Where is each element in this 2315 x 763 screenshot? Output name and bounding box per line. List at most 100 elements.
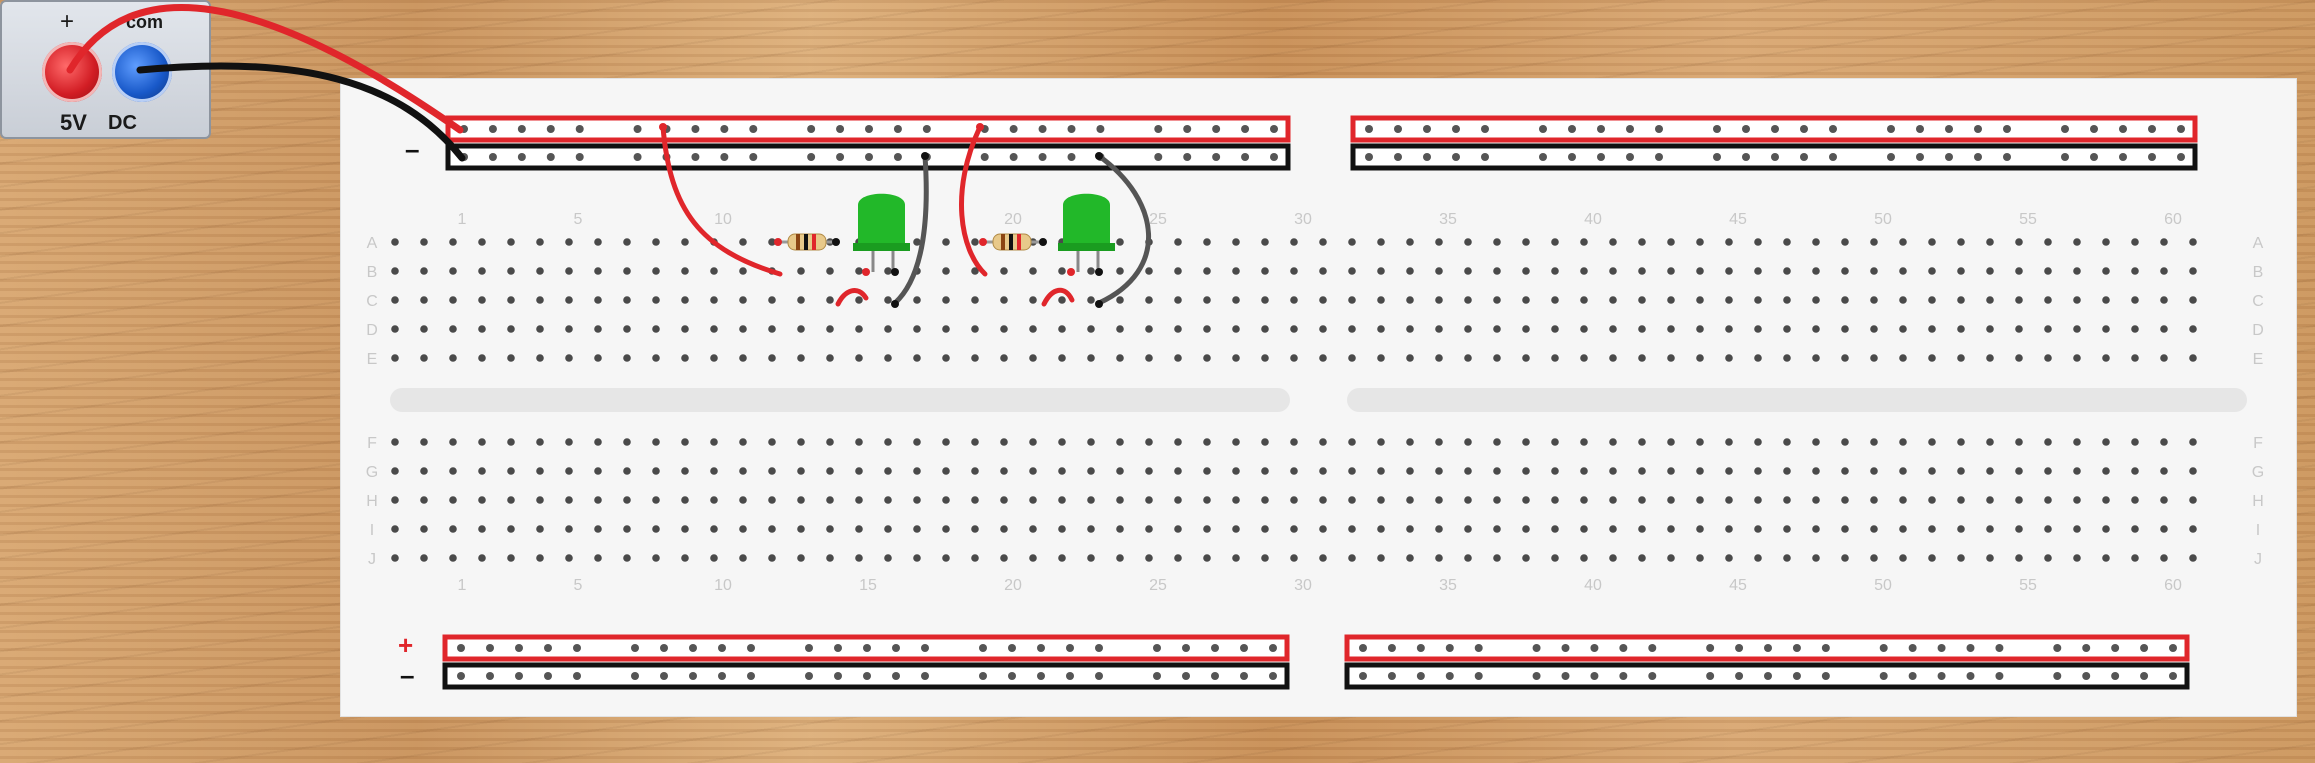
- terminal-hole[interactable]: [420, 496, 428, 504]
- terminal-hole[interactable]: [1058, 496, 1066, 504]
- terminal-hole[interactable]: [536, 325, 544, 333]
- terminal-hole[interactable]: [1899, 296, 1907, 304]
- terminal-hole[interactable]: [478, 267, 486, 275]
- terminal-hole[interactable]: [1841, 296, 1849, 304]
- terminal-hole[interactable]: [2015, 296, 2023, 304]
- terminal-hole[interactable]: [1754, 354, 1762, 362]
- terminal-hole[interactable]: [1406, 325, 1414, 333]
- rail-hole[interactable]: [1183, 153, 1192, 161]
- terminal-hole[interactable]: [1261, 238, 1269, 246]
- terminal-hole[interactable]: [826, 354, 834, 362]
- terminal-hole[interactable]: [1464, 267, 1472, 275]
- terminal-hole[interactable]: [1870, 554, 1878, 562]
- rail-hole[interactable]: [1655, 125, 1663, 133]
- terminal-hole[interactable]: [1145, 354, 1153, 362]
- rail-hole[interactable]: [1648, 672, 1657, 680]
- terminal-hole[interactable]: [2073, 467, 2081, 475]
- terminal-hole[interactable]: [1174, 554, 1182, 562]
- terminal-hole[interactable]: [1058, 467, 1066, 475]
- terminal-hole[interactable]: [1464, 238, 1472, 246]
- terminal-hole[interactable]: [565, 354, 573, 362]
- terminal-hole[interactable]: [1580, 238, 1588, 246]
- rail-hole[interactable]: [2119, 153, 2127, 161]
- rail-hole[interactable]: [747, 672, 755, 680]
- terminal-hole[interactable]: [1986, 354, 1994, 362]
- terminal-hole[interactable]: [1580, 467, 1588, 475]
- terminal-hole[interactable]: [2131, 525, 2139, 533]
- terminal-hole[interactable]: [2044, 325, 2052, 333]
- terminal-hole[interactable]: [1580, 325, 1588, 333]
- terminal-hole[interactable]: [2015, 438, 2023, 446]
- terminal-hole[interactable]: [1725, 354, 1733, 362]
- terminal-hole[interactable]: [536, 238, 544, 246]
- terminal-hole[interactable]: [2073, 238, 2081, 246]
- terminal-hole[interactable]: [2131, 438, 2139, 446]
- terminal-hole[interactable]: [942, 238, 950, 246]
- rail-hole[interactable]: [2003, 125, 2011, 133]
- terminal-hole[interactable]: [1319, 267, 1327, 275]
- terminal-hole[interactable]: [2015, 554, 2023, 562]
- terminal-hole[interactable]: [1493, 354, 1501, 362]
- rail-hole[interactable]: [1270, 153, 1278, 161]
- rail-hole[interactable]: [457, 672, 465, 680]
- terminal-hole[interactable]: [1725, 467, 1733, 475]
- terminal-hole[interactable]: [2044, 296, 2052, 304]
- terminal-hole[interactable]: [1928, 554, 1936, 562]
- terminal-hole[interactable]: [913, 296, 921, 304]
- terminal-hole[interactable]: [1174, 525, 1182, 533]
- terminal-hole[interactable]: [884, 554, 892, 562]
- terminal-hole[interactable]: [1261, 438, 1269, 446]
- terminal-hole[interactable]: [1261, 354, 1269, 362]
- rail-hole[interactable]: [2111, 644, 2120, 652]
- terminal-hole[interactable]: [2131, 267, 2139, 275]
- terminal-hole[interactable]: [971, 496, 979, 504]
- terminal-hole[interactable]: [2160, 296, 2168, 304]
- terminal-hole[interactable]: [1551, 267, 1559, 275]
- terminal-hole[interactable]: [681, 467, 689, 475]
- terminal-hole[interactable]: [1522, 496, 1530, 504]
- terminal-hole[interactable]: [1899, 525, 1907, 533]
- terminal-hole[interactable]: [1638, 554, 1646, 562]
- terminal-hole[interactable]: [2044, 354, 2052, 362]
- terminal-hole[interactable]: [420, 325, 428, 333]
- terminal-hole[interactable]: [1841, 267, 1849, 275]
- terminal-hole[interactable]: [2160, 467, 2168, 475]
- terminal-hole[interactable]: [1609, 354, 1617, 362]
- terminal-hole[interactable]: [1116, 496, 1124, 504]
- terminal-hole[interactable]: [1232, 554, 1240, 562]
- rail-hole[interactable]: [2177, 125, 2185, 133]
- terminal-hole[interactable]: [1551, 496, 1559, 504]
- rail-hole[interactable]: [1416, 672, 1425, 680]
- terminal-hole[interactable]: [2073, 296, 2081, 304]
- terminal-hole[interactable]: [1377, 267, 1385, 275]
- terminal-hole[interactable]: [1899, 438, 1907, 446]
- rail-hole[interactable]: [1240, 672, 1248, 680]
- rail-hole[interactable]: [805, 672, 813, 680]
- rail-hole[interactable]: [631, 672, 639, 680]
- terminal-hole[interactable]: [1000, 554, 1008, 562]
- terminal-hole[interactable]: [942, 325, 950, 333]
- terminal-hole[interactable]: [1493, 467, 1501, 475]
- terminal-hole[interactable]: [1145, 267, 1153, 275]
- rail-hole[interactable]: [515, 672, 523, 680]
- rail-hole[interactable]: [865, 153, 873, 161]
- terminal-hole[interactable]: [942, 496, 950, 504]
- rail-hole[interactable]: [921, 644, 929, 652]
- rail-hole[interactable]: [1038, 125, 1047, 133]
- rail-hole[interactable]: [718, 672, 726, 680]
- terminal-hole[interactable]: [2015, 238, 2023, 246]
- terminal-hole[interactable]: [2160, 325, 2168, 333]
- jumper-wire-red-1[interactable]: [660, 124, 783, 277]
- terminal-hole[interactable]: [1928, 438, 1936, 446]
- terminal-hole[interactable]: [971, 325, 979, 333]
- terminal-hole[interactable]: [913, 467, 921, 475]
- terminal-hole[interactable]: [1551, 438, 1559, 446]
- terminal-hole[interactable]: [1145, 438, 1153, 446]
- terminal-hole[interactable]: [2044, 496, 2052, 504]
- rail-hole[interactable]: [1561, 672, 1570, 680]
- rail-hole[interactable]: [1590, 672, 1599, 680]
- terminal-hole[interactable]: [739, 267, 747, 275]
- rail-hole[interactable]: [1829, 153, 1837, 161]
- rail-hole[interactable]: [691, 125, 700, 133]
- terminal-hole[interactable]: [1551, 354, 1559, 362]
